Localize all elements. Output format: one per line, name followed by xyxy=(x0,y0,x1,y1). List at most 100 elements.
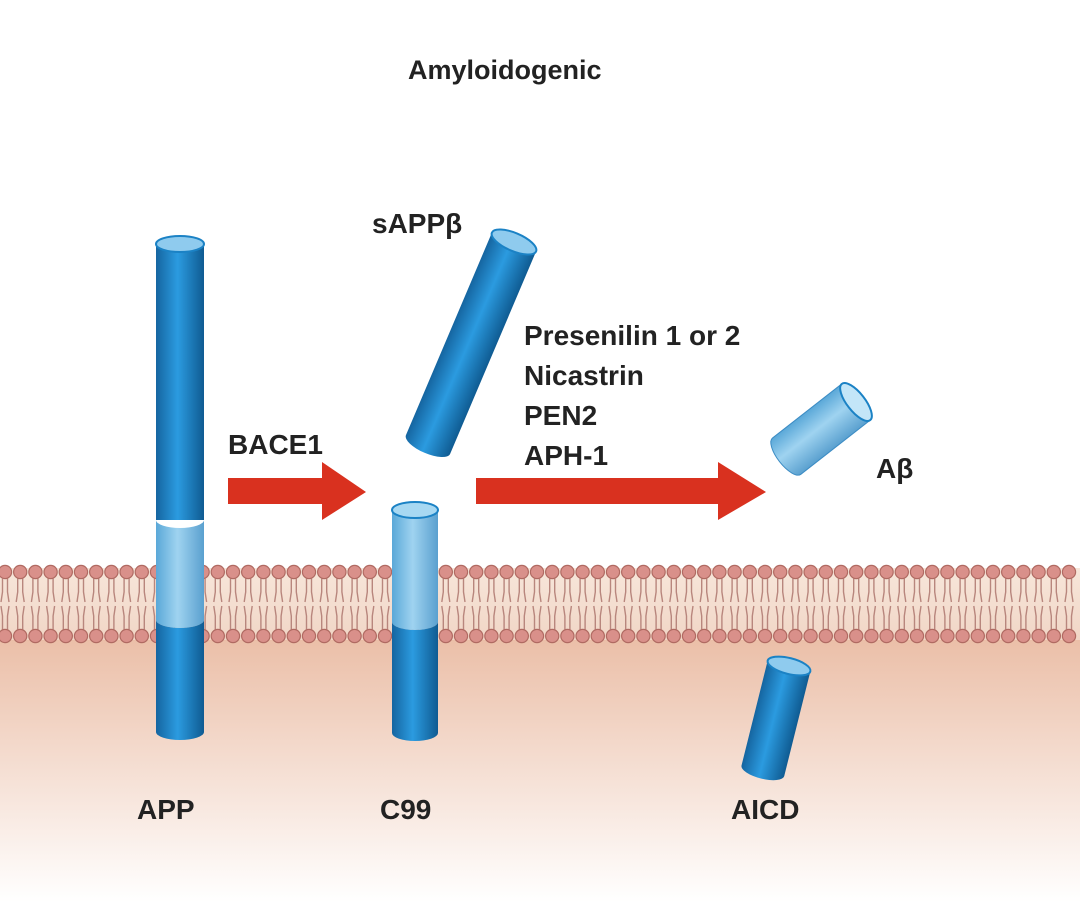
lipid-head xyxy=(864,564,879,580)
lipid-tail xyxy=(653,605,657,630)
lipid-head xyxy=(651,628,666,644)
lipid-tail xyxy=(766,578,770,603)
lipid-tail xyxy=(988,578,992,603)
lipid-tail xyxy=(805,605,809,630)
lipid-tail xyxy=(517,605,520,630)
lipid-tail xyxy=(15,578,19,603)
lipid-tail xyxy=(98,578,101,603)
lipid-tail xyxy=(121,578,125,603)
lipid-head xyxy=(0,628,13,644)
lipid-tail xyxy=(790,578,794,603)
lipid-head xyxy=(757,564,773,580)
lipid-tail xyxy=(501,578,505,603)
lipid-tail xyxy=(729,605,733,630)
lipid-tail xyxy=(319,605,323,630)
lipid-tail xyxy=(912,578,916,603)
lipid-head xyxy=(104,564,119,580)
lipid-tail xyxy=(842,605,846,630)
lipid-tail xyxy=(608,578,612,603)
lipid-head xyxy=(985,628,1001,644)
sappb-fragment xyxy=(405,228,538,457)
lipid-tail xyxy=(608,605,612,630)
lipid-tail xyxy=(310,578,314,603)
lipid-tail xyxy=(1003,605,1007,630)
lipid-tail xyxy=(630,578,633,603)
lipid-tail xyxy=(949,578,953,603)
lipid-head xyxy=(43,564,58,580)
lipid-head xyxy=(134,628,149,644)
abeta-label: Aβ xyxy=(876,453,914,484)
lipid-head xyxy=(849,628,864,644)
lipid-tail xyxy=(113,578,117,603)
lipid-tail xyxy=(745,578,748,603)
lipid-tail xyxy=(821,578,824,603)
lipid-tail xyxy=(243,578,247,603)
lipid-tail xyxy=(775,578,779,603)
lipid-tail xyxy=(1018,578,1022,603)
lipid-tail xyxy=(67,578,71,603)
lipid-tail xyxy=(1018,605,1022,630)
lipid-head xyxy=(955,628,970,644)
lipid-head xyxy=(28,564,43,580)
lipid-tail xyxy=(866,605,870,630)
lipid-tail xyxy=(234,578,238,603)
lipid-head xyxy=(833,564,849,580)
lipid-tail xyxy=(912,605,916,630)
lipid-tail xyxy=(334,578,338,603)
lipid-tail xyxy=(721,605,725,630)
lipid-head xyxy=(955,564,970,580)
lipid-tail xyxy=(903,578,907,603)
lipid-head xyxy=(621,628,636,644)
lipid-head xyxy=(879,628,894,644)
lipid-tail xyxy=(593,578,596,603)
lipid-tail xyxy=(873,578,877,603)
lipid-tail xyxy=(128,578,132,603)
c99-label: C99 xyxy=(380,794,432,825)
lipid-tail xyxy=(1055,605,1059,630)
lipid-tail xyxy=(554,605,557,630)
lipid-head xyxy=(0,564,13,580)
lipid-head xyxy=(271,564,286,580)
lipid-head xyxy=(727,564,742,580)
lipid-tail xyxy=(623,578,627,603)
lipid-tail xyxy=(61,605,64,630)
lipid-head xyxy=(773,628,788,644)
lipid-tail xyxy=(265,578,269,603)
lipid-tail xyxy=(486,605,490,630)
lipid-tail xyxy=(250,605,253,630)
lipid-tail xyxy=(903,605,907,630)
lipid-tail xyxy=(653,578,657,603)
lipid-tail xyxy=(45,578,49,603)
lipid-tail xyxy=(143,605,147,630)
lipid-tail xyxy=(523,605,527,630)
lipid-head xyxy=(332,564,347,580)
lipid-tail xyxy=(326,578,329,603)
lipid-tail xyxy=(341,578,345,603)
lipid-tail xyxy=(593,605,596,630)
lipid-tail xyxy=(243,605,247,630)
lipid-tail xyxy=(228,605,232,630)
lipid-tail xyxy=(273,605,277,630)
lipid-tail xyxy=(371,605,375,630)
lipid-head xyxy=(256,628,271,644)
lipid-head xyxy=(803,564,818,580)
lipid-tail xyxy=(204,605,208,630)
lipid-head xyxy=(134,564,149,580)
lipid-head xyxy=(788,564,803,580)
lipid-head xyxy=(88,628,104,644)
lipid-tail xyxy=(447,578,451,603)
lipid-tail xyxy=(386,605,390,630)
lipid-tail xyxy=(797,605,801,630)
lipid-tail xyxy=(441,578,444,603)
bace1-cleavage-arrow xyxy=(228,462,366,520)
lipid-head xyxy=(240,628,256,644)
lipid-tail xyxy=(76,578,80,603)
lipid-head xyxy=(651,564,666,580)
lipid-tail xyxy=(675,578,679,603)
lipid-tail xyxy=(690,605,694,630)
lipid-tail xyxy=(462,605,466,630)
lipid-tail xyxy=(471,605,475,630)
lipid-tail xyxy=(775,605,779,630)
lipid-tail xyxy=(289,605,292,630)
lipid-tail xyxy=(988,605,992,630)
